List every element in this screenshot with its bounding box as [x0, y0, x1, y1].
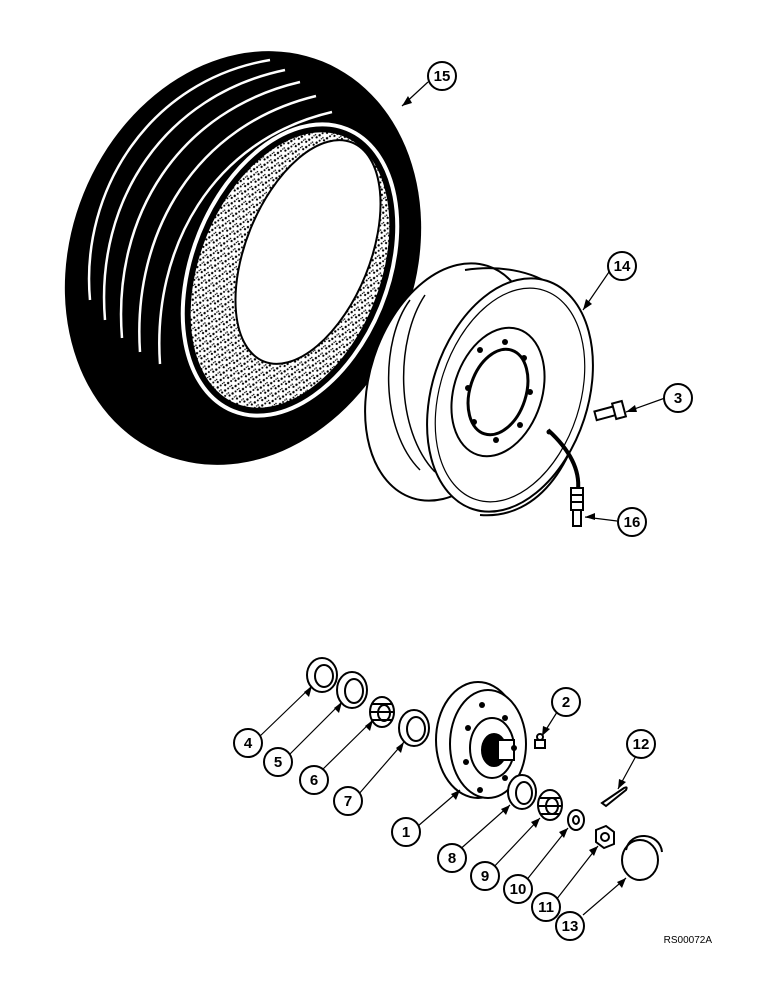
callout-15: 15: [427, 61, 457, 91]
callout-10: 10: [503, 874, 533, 904]
tire-drawing: [64, 51, 422, 465]
svg-text:5: 5: [274, 754, 282, 771]
callout-3: 3: [663, 383, 693, 413]
svg-text:8: 8: [448, 850, 456, 867]
svg-text:9: 9: [481, 868, 489, 885]
svg-text:4: 4: [244, 735, 253, 752]
cotter-pin-drawing: [600, 786, 628, 808]
callout-11: 11: [531, 892, 561, 922]
callout-9: 9: [470, 861, 500, 891]
castle-nut-drawing: [595, 824, 615, 850]
seal-drawing: [398, 709, 430, 747]
callout-1: 1: [391, 817, 421, 847]
hub-drawing: [435, 681, 527, 799]
valve-stem-drawing: [570, 487, 584, 527]
callout-5: 5: [263, 747, 293, 777]
svg-text:15: 15: [434, 68, 451, 85]
bearing-cup-inner-drawing: [336, 671, 368, 709]
svg-text:10: 10: [510, 881, 527, 898]
callout-14: 14: [607, 251, 637, 281]
callout-16: 16: [617, 507, 647, 537]
bearing-cup-outer-drawing: [507, 774, 537, 810]
callout-6: 6: [299, 765, 329, 795]
svg-text:2: 2: [562, 694, 570, 711]
svg-text:3: 3: [674, 390, 682, 407]
dust-cap-drawing: [621, 835, 663, 881]
cone-bearing-drawing: [369, 696, 395, 728]
wheel-bolt-drawing: [593, 399, 628, 422]
callout-2: 2: [551, 687, 581, 717]
svg-text:7: 7: [344, 793, 352, 810]
svg-text:13: 13: [562, 918, 579, 935]
leader-arrowheads: [304, 96, 637, 888]
callout-4: 4: [233, 728, 263, 758]
washer-drawing: [567, 809, 585, 831]
callout-13: 13: [555, 911, 585, 941]
grease-fitting-drawing: [534, 733, 546, 749]
svg-text:6: 6: [310, 772, 318, 789]
callout-8: 8: [437, 843, 467, 873]
cone-bearing-outer-drawing: [537, 789, 563, 821]
callout-7: 7: [333, 786, 363, 816]
bearing-cup-drawing: [306, 657, 338, 693]
svg-text:1: 1: [402, 824, 410, 841]
svg-text:14: 14: [614, 258, 631, 275]
callout-12: 12: [626, 729, 656, 759]
svg-text:11: 11: [538, 899, 554, 916]
svg-text:12: 12: [633, 736, 650, 753]
wheel-rim-drawing: [364, 262, 594, 517]
figure-reference-code: RS00072A: [663, 935, 712, 946]
svg-text:16: 16: [624, 514, 641, 531]
